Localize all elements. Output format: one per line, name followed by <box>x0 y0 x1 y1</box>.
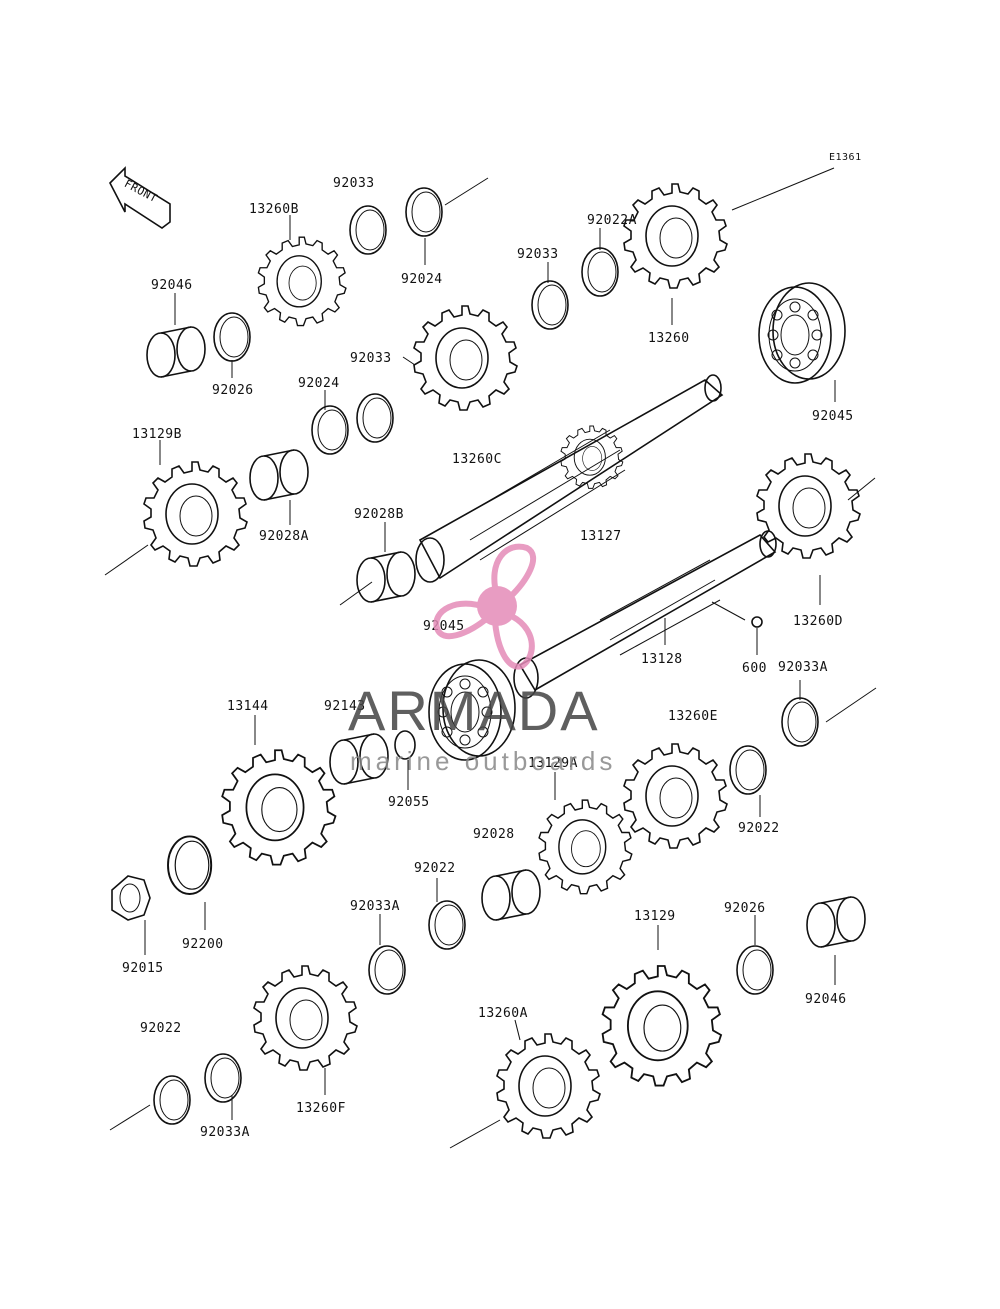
label-92026-top: 92026 <box>212 383 254 398</box>
watermark-brand: ARMADA <box>348 679 600 742</box>
label-13260B: 13260B <box>249 202 299 217</box>
nut-92015 <box>111 875 151 921</box>
ring-92033A-bottom <box>204 1053 242 1103</box>
watermark-tagline: marine outboards <box>350 746 616 776</box>
diagram-code: E1361 <box>829 152 862 163</box>
bushing-92028B <box>356 551 416 603</box>
ring-92022-mid <box>428 900 466 950</box>
bushing-92046-bottom <box>806 896 866 948</box>
gear-13260 <box>623 183 728 289</box>
label-92028: 92028 <box>473 827 515 842</box>
label-13260E: 13260E <box>668 709 718 724</box>
ring-92033A-mid <box>368 945 406 995</box>
ball-600 <box>751 616 763 628</box>
label-13260A: 13260A <box>478 1006 528 1021</box>
label-13127: 13127 <box>580 529 622 544</box>
label-92033A-right: 92033A <box>778 660 828 675</box>
ring-92033-top <box>349 205 387 255</box>
gear-13129B <box>143 461 248 567</box>
gear-13260-cluster <box>413 305 518 411</box>
label-92024-mid: 92024 <box>298 376 340 391</box>
ring-92022-right <box>729 745 767 795</box>
bushing-92028 <box>481 869 541 921</box>
propeller-logo-icon <box>433 543 536 670</box>
ring-92033A-right <box>781 697 819 747</box>
front-arrow-label: FRONT <box>122 177 160 205</box>
gear-13260E <box>623 743 728 849</box>
label-13129B: 13129B <box>132 427 182 442</box>
gear-13260D <box>756 453 861 559</box>
label-92045-right: 92045 <box>812 409 854 424</box>
washer-92026-bottom <box>736 945 774 995</box>
label-92026-bottom: 92026 <box>724 901 766 916</box>
label-92046-bottom: 92046 <box>805 992 847 1007</box>
label-92046-top: 92046 <box>151 278 193 293</box>
ring-92022A <box>581 247 619 297</box>
label-13260F: 13260F <box>296 1101 346 1116</box>
ring-92024-top <box>405 187 443 237</box>
label-13128: 13128 <box>641 652 683 667</box>
label-13260: 13260 <box>648 331 690 346</box>
label-92028B: 92028B <box>354 507 404 522</box>
shaft-13260C <box>415 374 724 583</box>
bushing-92046-top <box>146 326 206 378</box>
watermark: ARMADA marine outboards <box>348 543 616 776</box>
label-92024-top: 92024 <box>401 272 443 287</box>
ring-92033-left <box>356 393 394 443</box>
gear-13129 <box>601 965 722 1087</box>
label-92022A: 92022A <box>587 213 637 228</box>
label-13144: 13144 <box>227 699 269 714</box>
gear-13260A <box>496 1033 601 1139</box>
label-92022-right: 92022 <box>738 821 780 836</box>
gear-13260F <box>253 965 358 1071</box>
bearing-92045-right <box>758 282 846 384</box>
part-labels: 92033 13260B 92024 92046 92026 92022A 92… <box>122 176 854 1140</box>
label-13129: 13129 <box>634 909 676 924</box>
label-13129A: 13129A <box>528 756 578 771</box>
gear-13260B <box>257 236 347 327</box>
assembly-axis-lines <box>104 167 877 1149</box>
gear-13129A <box>538 799 633 895</box>
label-92143: 92143 <box>324 699 366 714</box>
label-92033A-mid: 92033A <box>350 899 400 914</box>
front-direction-arrow-icon: FRONT <box>109 166 171 229</box>
ring-92033-mid <box>531 280 569 330</box>
label-13260D: 13260D <box>793 614 843 629</box>
label-92033-mid: 92033 <box>517 247 559 262</box>
label-13260C: 13260C <box>452 452 502 467</box>
label-92015: 92015 <box>122 961 164 976</box>
label-92033A-bottom: 92033A <box>200 1125 250 1140</box>
sprocket-13144 <box>221 749 337 866</box>
washer-92200 <box>167 835 213 895</box>
oring-92055 <box>394 730 416 760</box>
label-600: 600 <box>742 661 767 676</box>
label-92055: 92055 <box>388 795 430 810</box>
ring-92024-mid <box>311 405 349 455</box>
label-92022-mid: 92022 <box>414 861 456 876</box>
label-92028A: 92028A <box>259 529 309 544</box>
label-92033-top: 92033 <box>333 176 375 191</box>
leader-lines <box>144 215 836 1120</box>
label-92022-bottom: 92022 <box>140 1021 182 1036</box>
label-92200: 92200 <box>182 937 224 952</box>
washer-92026-top <box>213 312 251 362</box>
bushing-92028A <box>249 449 309 501</box>
ring-92022-bottom <box>153 1075 191 1125</box>
shaft-13128 <box>513 530 777 699</box>
label-92033-left: 92033 <box>350 351 392 366</box>
label-92045-mid: 92045 <box>423 619 465 634</box>
